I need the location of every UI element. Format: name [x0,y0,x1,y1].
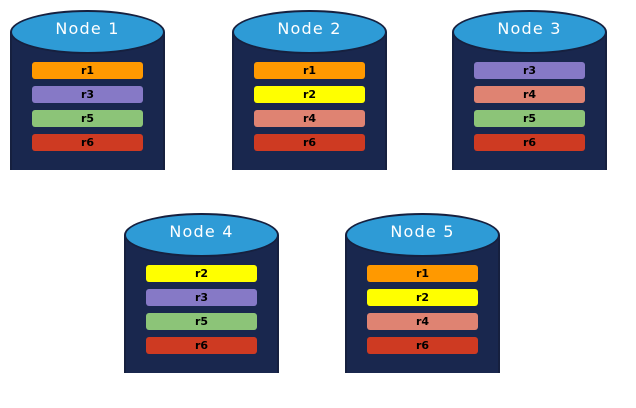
cylinder-top-ellipse [452,10,607,54]
node-label: Node 1 [55,19,120,38]
database-node[interactable]: Node 2 r1 r2 r4 r6 [232,10,387,192]
replica-list: r1 r3 r5 r6 [32,62,143,151]
replica-list: r1 r2 r4 r6 [367,265,478,354]
node-label: Node 3 [497,19,562,38]
cylinder-top-ellipse [345,213,500,257]
replica-bar[interactable]: r2 [254,86,365,103]
replica-bar[interactable]: r6 [474,134,585,151]
replica-bar[interactable]: r2 [146,265,257,282]
replica-bar[interactable]: r5 [32,110,143,127]
replica-list: r3 r4 r5 r6 [474,62,585,151]
replica-bar[interactable]: r4 [367,313,478,330]
node-label: Node 5 [390,222,455,241]
database-node[interactable]: Node 3 r3 r4 r5 r6 [452,10,607,192]
cylinder-top-ellipse [10,10,165,54]
database-node[interactable]: Node 1 r1 r3 r5 r6 [10,10,165,192]
cylinder-top-ellipse [232,10,387,54]
database-node[interactable]: Node 4 r2 r3 r5 r6 [124,213,279,395]
replica-bar[interactable]: r2 [367,289,478,306]
node-label: Node 2 [277,19,342,38]
replica-bar[interactable]: r3 [32,86,143,103]
replica-bar[interactable]: r3 [146,289,257,306]
replica-bar[interactable]: r1 [254,62,365,79]
replica-bar[interactable]: r4 [254,110,365,127]
database-node[interactable]: Node 5 r1 r2 r4 r6 [345,213,500,395]
replica-bar[interactable]: r4 [474,86,585,103]
replica-bar[interactable]: r6 [254,134,365,151]
replica-bar[interactable]: r3 [474,62,585,79]
replica-bar[interactable]: r6 [32,134,143,151]
cylinder-top-ellipse [124,213,279,257]
replica-bar[interactable]: r1 [367,265,478,282]
node-label: Node 4 [169,222,234,241]
replica-bar[interactable]: r6 [146,337,257,354]
replica-bar[interactable]: r5 [474,110,585,127]
replica-bar[interactable]: r6 [367,337,478,354]
replica-list: r2 r3 r5 r6 [146,265,257,354]
replica-bar[interactable]: r1 [32,62,143,79]
replica-list: r1 r2 r4 r6 [254,62,365,151]
replica-bar[interactable]: r5 [146,313,257,330]
